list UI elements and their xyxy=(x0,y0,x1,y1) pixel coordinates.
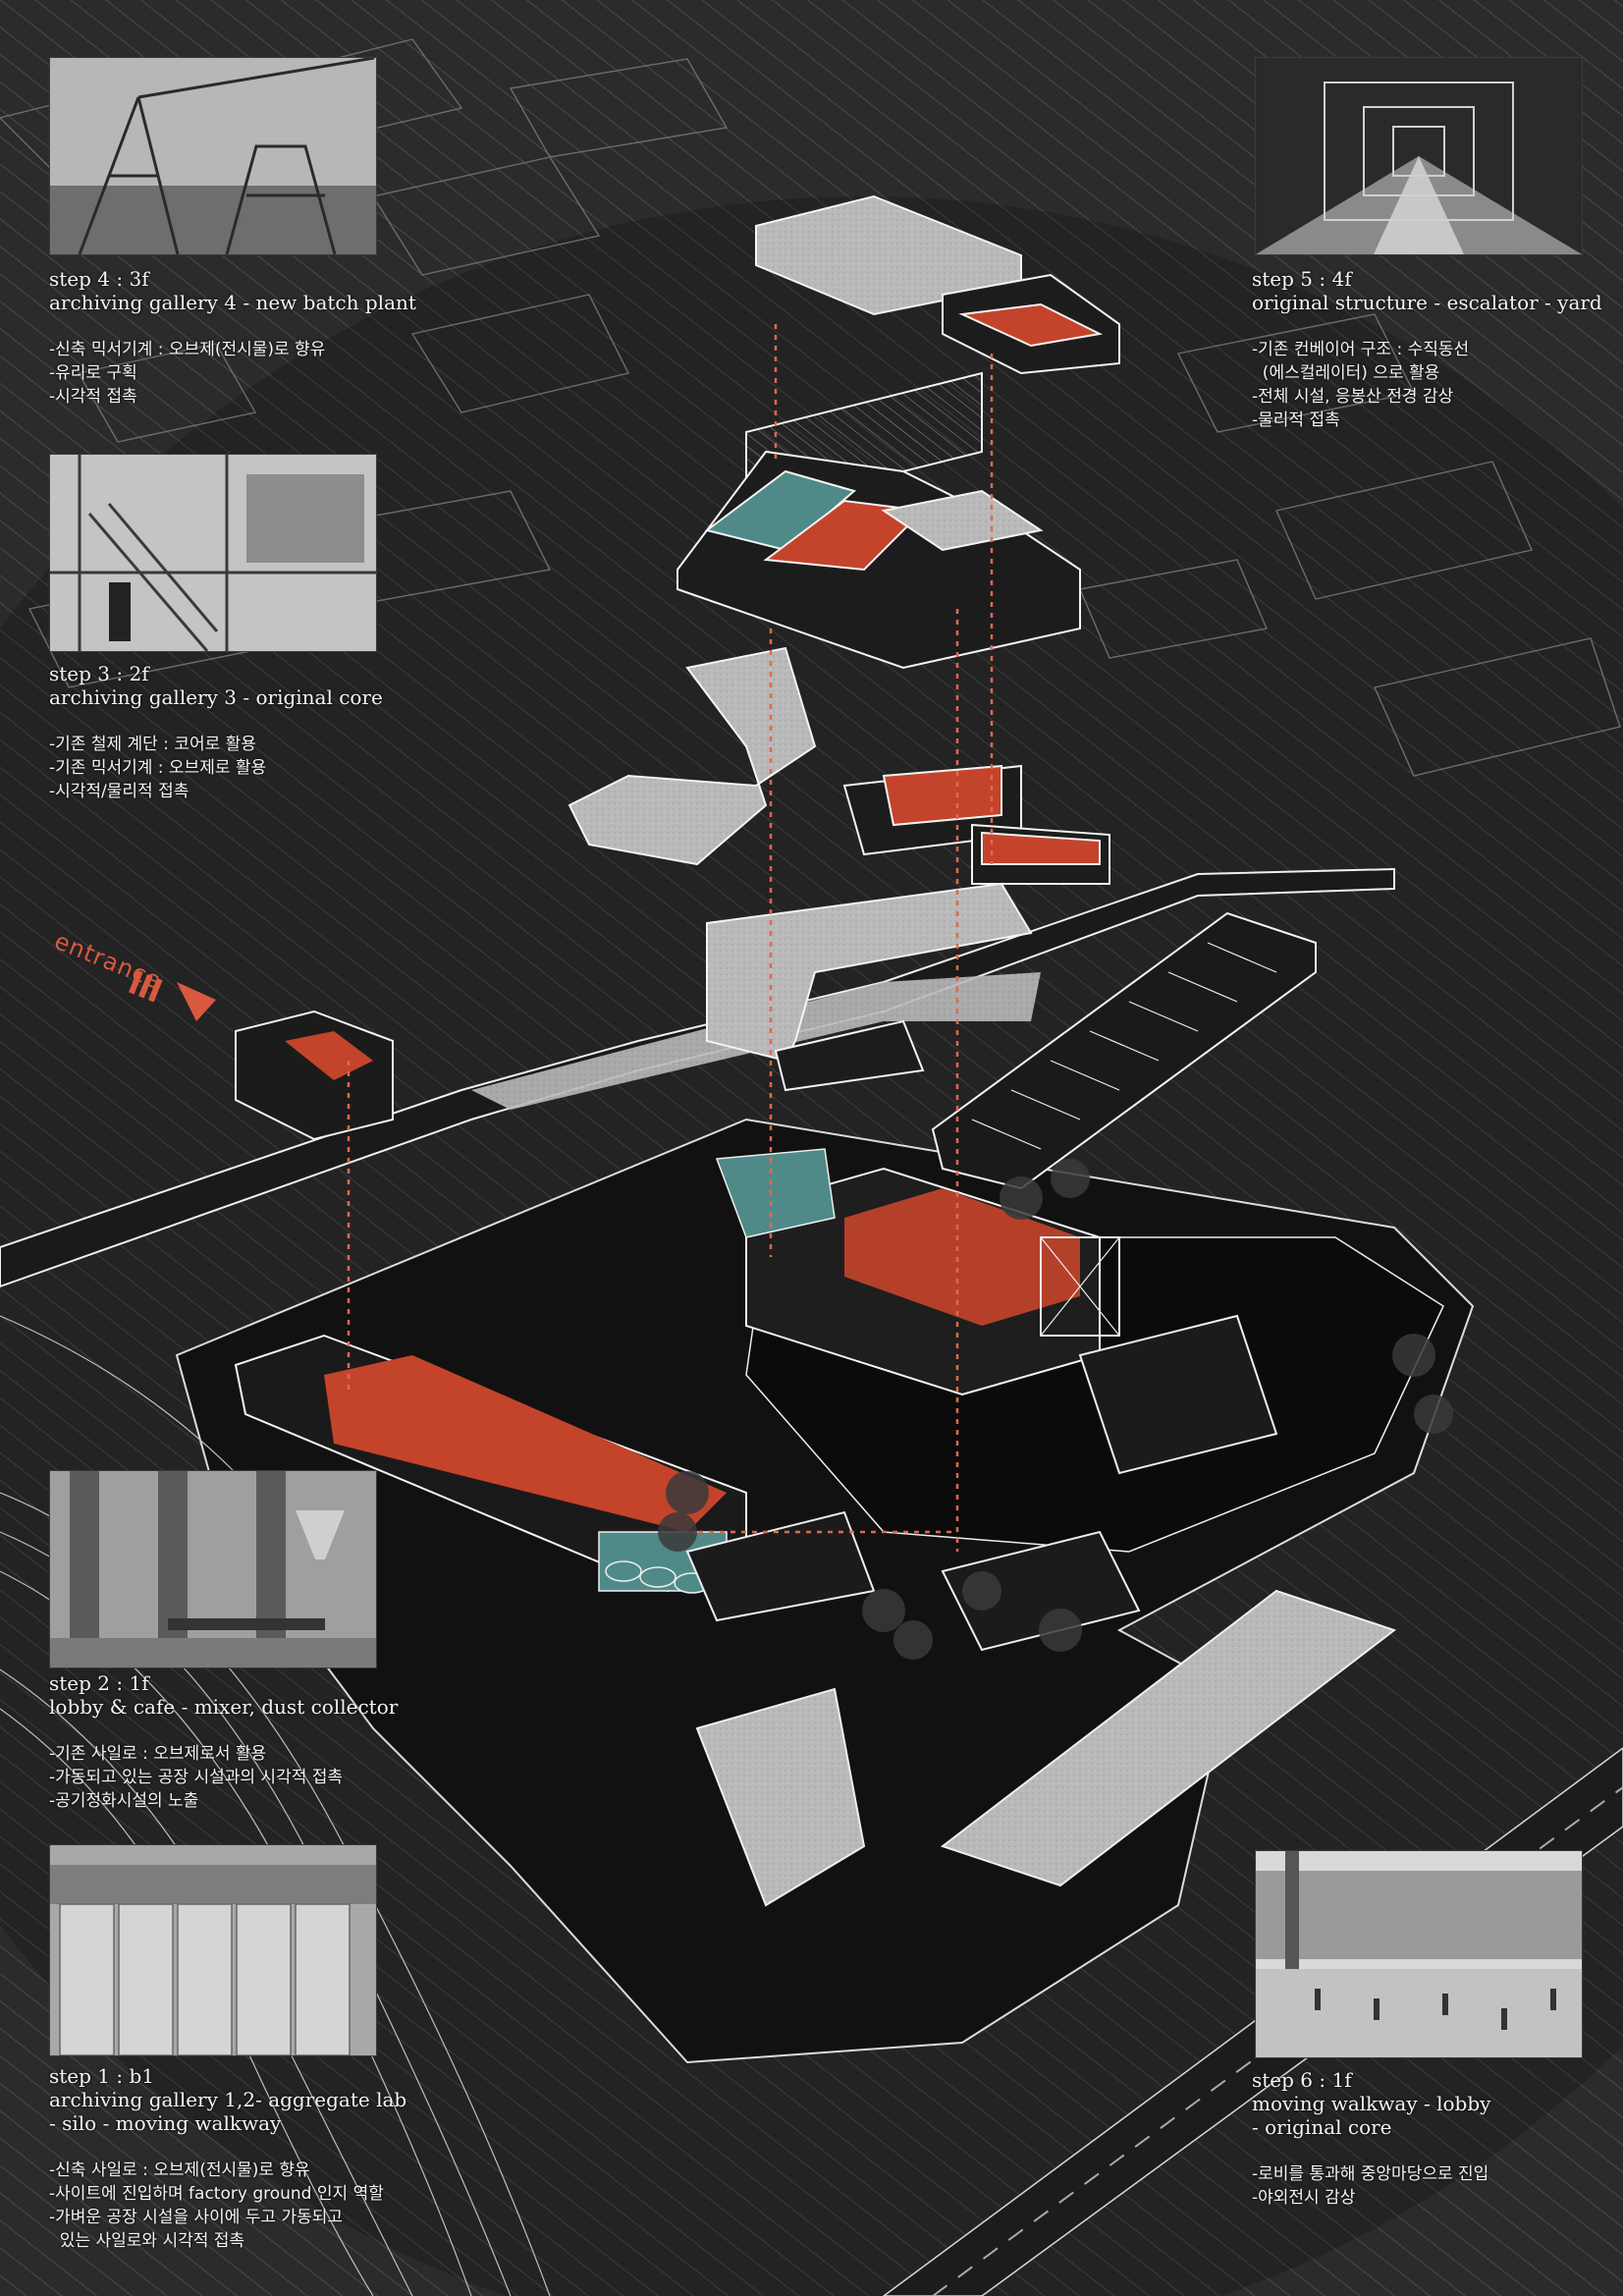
step1-title: step 1 : b1 xyxy=(49,2064,155,2088)
step3-caption: step 3 : 2f archiving gallery 3 - origin… xyxy=(49,662,383,803)
lobby-photo-icon xyxy=(50,1471,376,1667)
long-hall xyxy=(931,911,1317,1190)
step3-subtitle: archiving gallery 3 - original core xyxy=(49,685,383,709)
level-2f xyxy=(568,646,1110,885)
silo-photo-icon xyxy=(50,1845,376,2055)
stair-photo-icon xyxy=(50,455,376,651)
step1-note: -사이트에 진입하며 factory ground 인지 역할 xyxy=(49,2184,384,2204)
step5-note: -전체 시설, 응봉산 전경 감상 xyxy=(1252,387,1454,407)
step1-note: -신축 사일로 : 오브제(전시물)로 향유 xyxy=(49,2160,310,2180)
step3-photo xyxy=(49,454,377,652)
step5-note: -물리적 접촉 xyxy=(1252,410,1340,430)
step2-note: -기존 사일로 : 오브제로서 활용 xyxy=(49,1744,267,1764)
step4-title: step 4 : 3f xyxy=(49,267,149,291)
crane-photo-icon xyxy=(50,58,376,254)
central-core xyxy=(715,1148,1120,1396)
entrance-arrow xyxy=(129,970,216,1021)
step4-caption: step 4 : 3f archiving gallery 4 - new ba… xyxy=(49,267,416,409)
step2-photo xyxy=(49,1470,377,1668)
step1-subtitle: archiving gallery 1,2- aggregate lab xyxy=(49,2088,407,2111)
level-1f xyxy=(706,882,1033,1092)
step2-subtitle: lobby & cafe - mixer, dust collector xyxy=(49,1695,399,1719)
step2-title: step 2 : 1f xyxy=(49,1671,149,1695)
step4-note: -신축 믹서기계 : 오브제(전시물)로 향유 xyxy=(49,340,326,359)
step6-photo xyxy=(1255,1850,1583,2058)
elevated-walkway xyxy=(0,867,1395,1288)
circulation-lines xyxy=(347,324,994,1552)
step1-subtitle: - silo - moving walkway xyxy=(49,2111,282,2135)
step4-subtitle: archiving gallery 4 - new batch plant xyxy=(49,291,416,314)
step6-caption: step 6 : 1f moving walkway - lobby - ori… xyxy=(1252,2068,1490,2210)
step2-caption: step 2 : 1f lobby & cafe - mixer, dust c… xyxy=(49,1671,398,1813)
step5-title: step 5 : 4f xyxy=(1252,267,1352,291)
trees xyxy=(658,1159,1453,1660)
plaza-photo-icon xyxy=(1256,1851,1582,2057)
step2-note: -가동되고 있는 공장 시설과의 시각적 접촉 xyxy=(49,1768,344,1787)
right-buildings xyxy=(685,1314,1397,1907)
level-3f xyxy=(676,450,1081,670)
step6-title: step 6 : 1f xyxy=(1252,2068,1352,2092)
step4-note: -유리로 구획 xyxy=(49,363,137,383)
step5-subtitle: original structure - escalator - yard xyxy=(1252,291,1602,314)
step1-photo xyxy=(49,1844,377,2056)
step6-note: -야외전시 감상 xyxy=(1252,2188,1356,2208)
step6-subtitle: - original core xyxy=(1252,2115,1392,2139)
step1-note: -가벼운 공장 시설을 사이에 두고 가동되고 xyxy=(49,2208,344,2227)
escalator-photo-icon xyxy=(1256,58,1582,254)
step1-note: 있는 사일로와 시각적 접촉 xyxy=(49,2231,245,2251)
step3-note: -시각적/물리적 접촉 xyxy=(49,782,189,801)
step5-photo xyxy=(1255,57,1583,255)
step6-subtitle: moving walkway - lobby xyxy=(1252,2092,1491,2115)
step6-note: -로비를 통과해 중앙마당으로 진입 xyxy=(1252,2164,1489,2184)
step3-title: step 3 : 2f xyxy=(49,662,149,685)
entrance-building xyxy=(235,1010,394,1141)
step1-caption: step 1 : b1 archiving gallery 1,2- aggre… xyxy=(49,2064,406,2253)
step3-note: -기존 철제 계단 : 코어로 활용 xyxy=(49,735,256,754)
step5-caption: step 5 : 4f original structure - escalat… xyxy=(1252,267,1602,432)
step2-note: -공기정화시설의 노출 xyxy=(49,1791,199,1811)
step5-note: (에스컬레이터) 으로 활용 xyxy=(1252,363,1440,383)
step5-note: -기존 컨베이어 구조 : 수직동선 xyxy=(1252,340,1470,359)
step4-note: -시각적 접촉 xyxy=(49,387,137,407)
step4-photo xyxy=(49,57,377,255)
step3-note: -기존 믹서기계 : 오브제로 활용 xyxy=(49,758,267,778)
